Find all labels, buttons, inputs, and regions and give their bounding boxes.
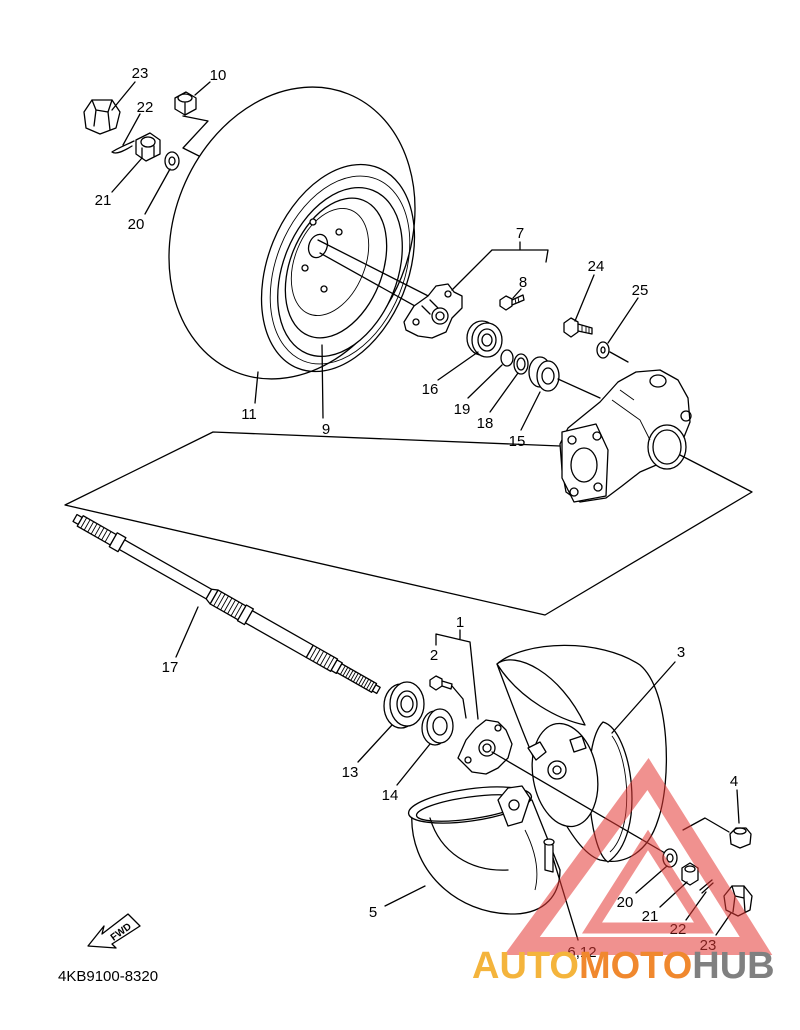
callout-21-bottom: 21 [642,908,659,925]
part-15-bearing [528,356,560,392]
callout-2: 2 [430,647,438,664]
part-5-wheel-half [407,785,561,915]
part-22-cotter-pin-top [111,140,135,154]
assembly-boundary-outline [64,431,753,616]
part-20-washer-top [164,151,180,171]
callout-14: 14 [382,787,399,804]
part-24-bolt [563,317,593,338]
callout-25: 25 [632,282,649,299]
callout-10: 10 [210,67,227,84]
callout-20-bottom: 20 [617,894,634,911]
watermark-triangle-logo [504,757,773,955]
part-1-hub [457,719,513,775]
part-9-rim [277,187,403,357]
part-6-12-stud [543,838,555,873]
part-17-axle-shaft [72,513,381,695]
callout-5: 5 [369,904,377,921]
part-14-bearing [421,708,454,746]
part-4-nut [729,827,752,849]
assembly-line-bearing-housing [557,378,601,399]
callout-18: 18 [477,415,494,432]
callout-8: 8 [519,274,527,291]
part-25-washer [596,341,610,359]
part-23-castle-nut-top [83,99,121,135]
part-8-bolt [499,294,525,311]
callout-9: 9 [322,421,330,438]
callout-19: 19 [454,401,471,418]
assembly-line-axle-nut [182,115,209,157]
watermark-auto: AUTO [472,945,579,987]
part-18-seal [513,353,529,375]
assembly-line-hub-axle [491,751,671,857]
callout-17: 17 [162,659,179,676]
part-13-bearing [383,681,425,729]
callout-21-top: 21 [95,192,112,209]
callout-1: 1 [456,614,464,631]
leader-lines-top [111,81,639,431]
watermark-text: AUTOMOTOHUB [472,945,775,987]
callout-7: 7 [516,225,524,242]
watermark-moto: MOTO [579,945,692,987]
part-16-bearing [466,320,503,358]
callout-4: 4 [730,773,738,790]
callout-23-top: 23 [132,65,149,82]
part-21-nut-bottom [681,862,699,886]
assembly-line-washer-housing [609,351,629,363]
part-10-nut [174,91,197,116]
callout-24: 24 [588,258,605,275]
callout-11: 11 [241,406,257,423]
part-21-nut-top [135,132,161,162]
final-drive-housing [559,369,692,503]
callout-15: 15 [509,433,526,450]
callout-3: 3 [677,644,685,661]
callout-13: 13 [342,764,359,781]
callout-22-top: 22 [137,99,154,116]
part-7-hub [403,283,463,339]
part-19-circlip [500,349,514,367]
watermark-hub: HUB [692,945,774,987]
fwd-arrow-icon: FWD [87,913,141,949]
callout-16: 16 [422,381,439,398]
part-2-bolt [429,675,453,691]
callout-20-top: 20 [128,216,145,233]
diagram-code: 4KB9100-8320 [58,968,158,985]
